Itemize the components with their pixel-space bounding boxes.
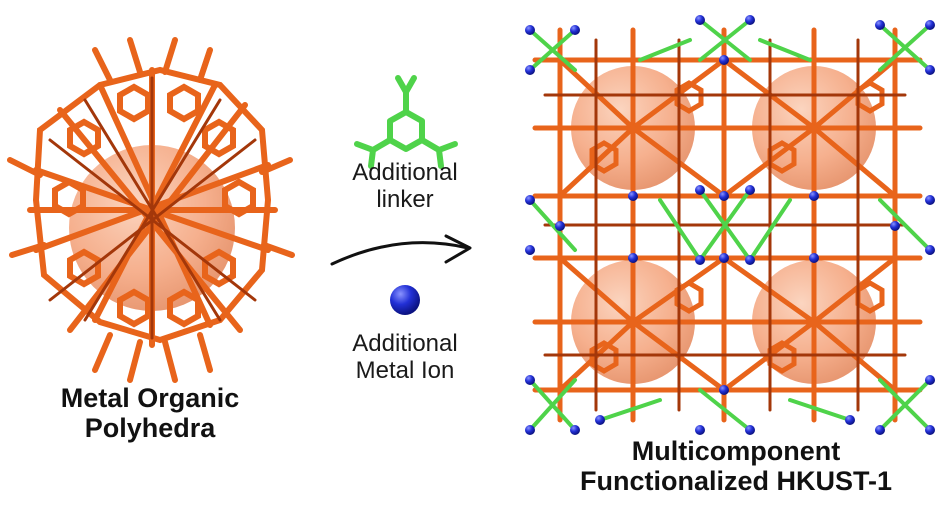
metal-organic-polyhedra-model <box>7 37 295 383</box>
left-caption: Metal Organic Polyhedra <box>0 383 300 443</box>
additional-linker-model <box>354 75 458 169</box>
metal-ion-caption-line2: Metal Ion <box>355 356 455 384</box>
metal-ion-ball <box>390 285 420 315</box>
metal-ion-caption: Additional Metal Ion <box>320 330 490 385</box>
mop-framework-shadow <box>48 76 257 340</box>
metal-ion-caption-line1: Additional <box>352 330 458 357</box>
linker-caption: Additional linker <box>320 159 490 214</box>
reaction-arrow <box>330 234 472 266</box>
hkust-green-linkers <box>528 18 932 432</box>
left-caption-line1: Metal Organic <box>60 383 240 413</box>
right-caption: Multicomponent Functionalized HKUST-1 <box>520 436 952 496</box>
left-caption-line2: Polyhedra <box>84 413 216 444</box>
linker-caption-line1: Additional <box>352 159 458 186</box>
linker-caption-line2: linker <box>376 185 434 213</box>
right-caption-line2: Functionalized HKUST-1 <box>579 466 893 497</box>
right-caption-line1: Multicomponent <box>631 436 841 466</box>
hkust-metal-ions <box>525 15 935 435</box>
mop-framework <box>7 37 295 383</box>
hkust-1-framework-model <box>525 15 935 435</box>
